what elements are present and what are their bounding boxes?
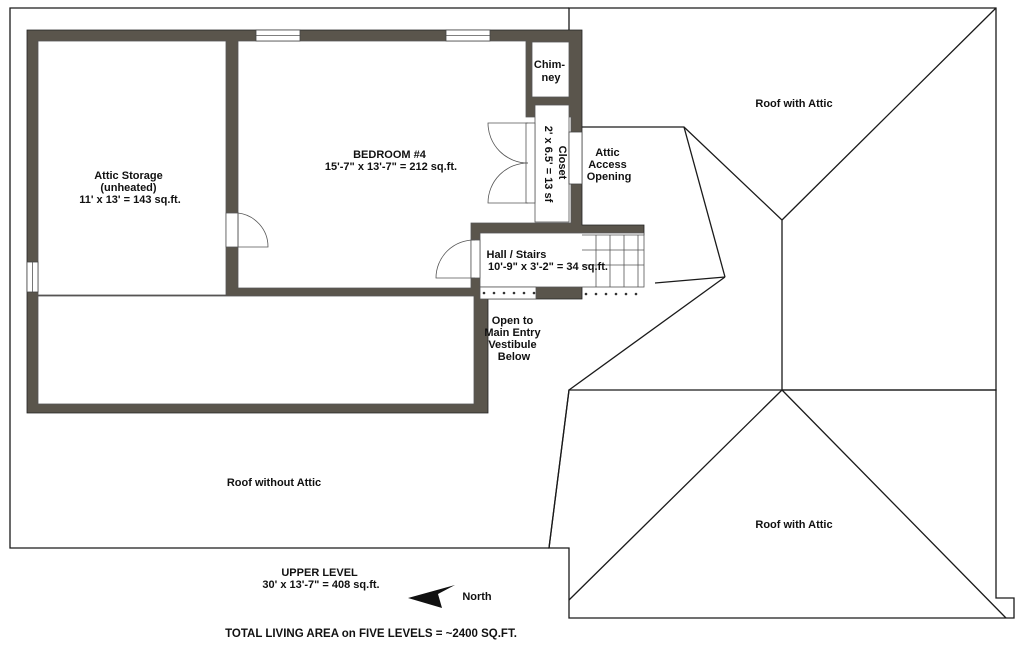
- roof-with-attic-label-bottom: Roof with Attic: [755, 519, 832, 531]
- attic-storage-label: Attic Storage (unheated) 11' x 13' = 143…: [79, 170, 181, 206]
- upper-level-label: UPPER LEVEL 30' x 13'-7" = 408 sq.ft.: [262, 567, 379, 591]
- stairs: [582, 234, 644, 287]
- roof-with-attic-bottom-outline: [548, 389, 1015, 619]
- bedroom-label: BEDROOM #4 15'-7" x 13'-7" = 212 sq.ft.: [325, 149, 457, 173]
- open-to-vestibule-label: Open to Main Entry Vestibule Below: [484, 315, 543, 363]
- bedroom-room: [237, 40, 572, 289]
- chimney-label: Chim- ney: [534, 59, 568, 84]
- lower-attic-area: [37, 295, 475, 405]
- attic-storage-room: [37, 40, 227, 296]
- total-living-area-label: TOTAL LIVING AREA on FIVE LEVELS = ~2400…: [225, 628, 517, 640]
- closet-label: Closet 2' x 6.5' = 13 sf: [542, 126, 568, 203]
- roof-without-attic-label: Roof without Attic: [227, 477, 321, 489]
- roof-with-attic-top-outline: [568, 7, 997, 391]
- hall-stairs-label: Hall / Stairs 10'-9" x 3'-2" = 34 sq.ft.: [487, 249, 608, 273]
- dotted-openings: [482, 291, 638, 296]
- room-interiors: [37, 40, 645, 405]
- attic-access-label: Attic Access Opening: [587, 147, 632, 183]
- north-arrow-icon: [408, 585, 455, 608]
- chimney-box: [531, 41, 570, 98]
- open-vestibule-gap: [479, 286, 537, 300]
- doors: [225, 122, 536, 279]
- windows: [26, 29, 583, 293]
- north-label: North: [462, 591, 492, 603]
- roof-without-attic-outline: [9, 7, 569, 549]
- roof-with-attic-label-top: Roof with Attic: [755, 98, 832, 110]
